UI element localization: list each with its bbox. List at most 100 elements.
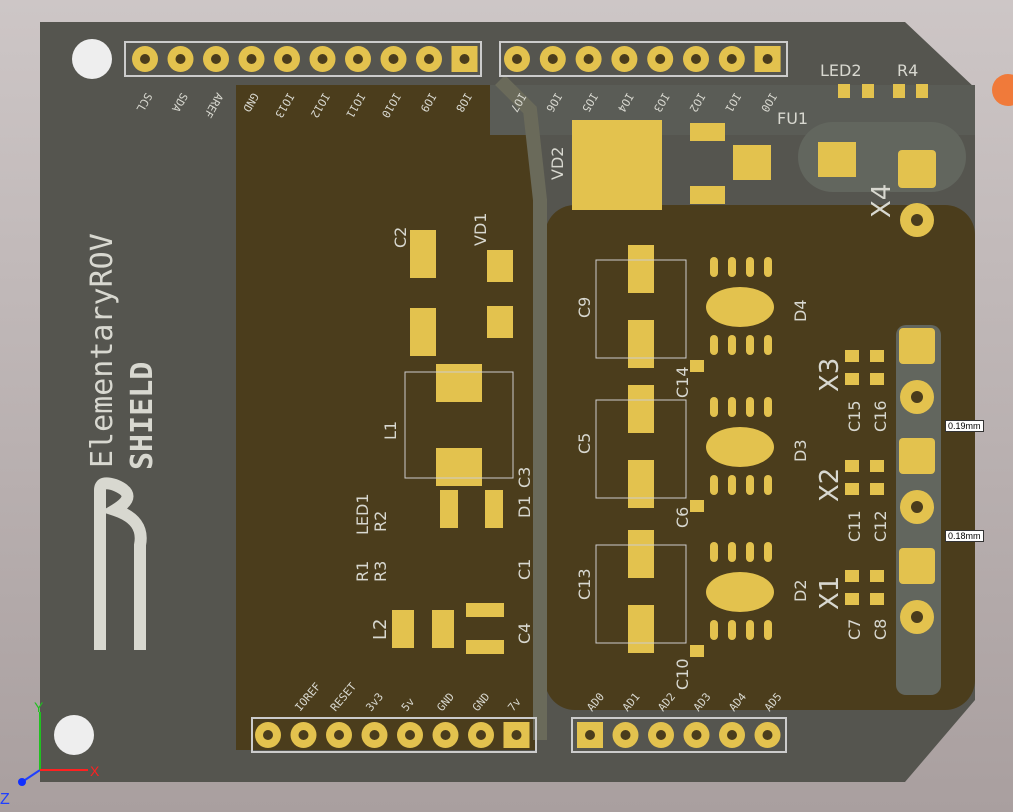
diode-pin[interactable] xyxy=(764,475,772,495)
cap-pad-small[interactable] xyxy=(845,460,859,472)
led2-pad[interactable] xyxy=(862,84,874,98)
pin-hole xyxy=(476,730,486,740)
cap-pad-small[interactable] xyxy=(845,350,859,362)
pin-hole xyxy=(246,54,257,64)
diode-pin[interactable] xyxy=(710,475,718,495)
fu1-pad[interactable] xyxy=(733,145,771,180)
cap-pad[interactable] xyxy=(628,530,654,578)
diode-pin[interactable] xyxy=(746,620,754,640)
small-pad[interactable] xyxy=(690,645,704,657)
diode-pin[interactable] xyxy=(764,397,772,417)
diode-pin[interactable] xyxy=(728,542,736,562)
small-pad[interactable] xyxy=(690,360,704,372)
ref-x1: X1 xyxy=(815,576,845,610)
vd1-pad[interactable] xyxy=(487,306,513,338)
cap-pad-small[interactable] xyxy=(845,483,859,495)
cap-outline xyxy=(595,259,687,359)
terminal-pad[interactable] xyxy=(899,548,935,584)
pin-hole xyxy=(726,54,737,64)
d1-pad[interactable] xyxy=(440,490,458,528)
diode-pin[interactable] xyxy=(728,335,736,355)
diode-pin[interactable] xyxy=(746,257,754,277)
diode-pin[interactable] xyxy=(728,620,736,640)
pin-hole xyxy=(175,54,186,64)
ref-c9: C9 xyxy=(575,297,594,318)
pin-hole xyxy=(440,730,451,740)
diode-pin[interactable] xyxy=(710,335,718,355)
led2-pad[interactable] xyxy=(838,84,850,98)
ref-c5: C5 xyxy=(575,433,594,454)
cap-pad-small[interactable] xyxy=(870,350,884,362)
cap-pad-small[interactable] xyxy=(870,373,884,385)
r4-pad[interactable] xyxy=(916,84,928,98)
c4-pad[interactable] xyxy=(466,640,504,654)
pin-hole xyxy=(511,730,522,740)
cap-pad-small[interactable] xyxy=(845,593,859,605)
y-axis-label: Y xyxy=(34,699,44,715)
l1-pad[interactable] xyxy=(436,448,482,486)
cap-pad[interactable] xyxy=(628,385,654,433)
ref-vd2: VD2 xyxy=(548,147,567,180)
c4-pad[interactable] xyxy=(466,603,504,617)
fu1-pad[interactable] xyxy=(818,142,856,177)
r4-pad[interactable] xyxy=(893,84,905,98)
cap-pad-small[interactable] xyxy=(845,570,859,582)
vd2-pad[interactable] xyxy=(572,120,662,210)
terminal-pad[interactable] xyxy=(899,438,935,474)
diode-pin[interactable] xyxy=(746,335,754,355)
measurement-label: 0.19mm xyxy=(945,420,984,432)
small-pad[interactable] xyxy=(690,500,704,512)
cap-pad[interactable] xyxy=(628,245,654,293)
diode-pin[interactable] xyxy=(728,397,736,417)
mounting-hole xyxy=(72,39,112,79)
pin-hole xyxy=(263,730,273,740)
diode-pin[interactable] xyxy=(764,542,772,562)
diode-pin[interactable] xyxy=(764,257,772,277)
diode-pad[interactable] xyxy=(706,287,774,327)
diode-pin[interactable] xyxy=(728,475,736,495)
cap-pad[interactable] xyxy=(628,460,654,508)
x4-pad[interactable] xyxy=(898,150,936,188)
ref-r1: R1 xyxy=(353,561,372,582)
pin-hole xyxy=(211,54,221,64)
l1-pad[interactable] xyxy=(436,364,482,402)
ref-r2: R2 xyxy=(371,511,390,532)
diode-pin[interactable] xyxy=(746,542,754,562)
orange-marker[interactable] xyxy=(992,74,1013,106)
diode-pin[interactable] xyxy=(746,397,754,417)
diode-pin[interactable] xyxy=(710,257,718,277)
cap-pad-small[interactable] xyxy=(870,483,884,495)
diode-pin[interactable] xyxy=(728,257,736,277)
cap-pad-small[interactable] xyxy=(870,593,884,605)
vd2-pad-small[interactable] xyxy=(690,186,725,204)
cap-pad-small[interactable] xyxy=(845,373,859,385)
diode-pin[interactable] xyxy=(710,542,718,562)
diode-pin[interactable] xyxy=(764,335,772,355)
vd2-pad-small[interactable] xyxy=(690,123,725,141)
l2-pad[interactable] xyxy=(432,610,454,648)
pin-hole xyxy=(620,730,631,740)
c2-pad[interactable] xyxy=(410,230,436,278)
terminal-pad[interactable] xyxy=(899,328,935,364)
diode-pin[interactable] xyxy=(710,620,718,640)
ref-d1: D1 xyxy=(515,496,534,519)
cap-pad-small[interactable] xyxy=(870,460,884,472)
cap-pad-small[interactable] xyxy=(870,570,884,582)
diode-pin[interactable] xyxy=(746,475,754,495)
diode-pad[interactable] xyxy=(706,427,774,467)
header-top-left xyxy=(124,41,482,77)
vd1-pad[interactable] xyxy=(487,250,513,282)
cap-pad[interactable] xyxy=(628,320,654,368)
cap-pad[interactable] xyxy=(628,605,654,653)
diode-pin[interactable] xyxy=(764,620,772,640)
diode-pin[interactable] xyxy=(710,397,718,417)
ref-led2: LED2 xyxy=(820,61,862,80)
pin-hole xyxy=(317,54,328,64)
l2-pad[interactable] xyxy=(392,610,414,648)
diode-pad[interactable] xyxy=(706,572,774,612)
ref-d2: D2 xyxy=(791,580,810,603)
c3-pad[interactable] xyxy=(485,490,503,528)
c2-pad[interactable] xyxy=(410,308,436,356)
board-title-line1: ElementaryROV xyxy=(85,233,120,468)
